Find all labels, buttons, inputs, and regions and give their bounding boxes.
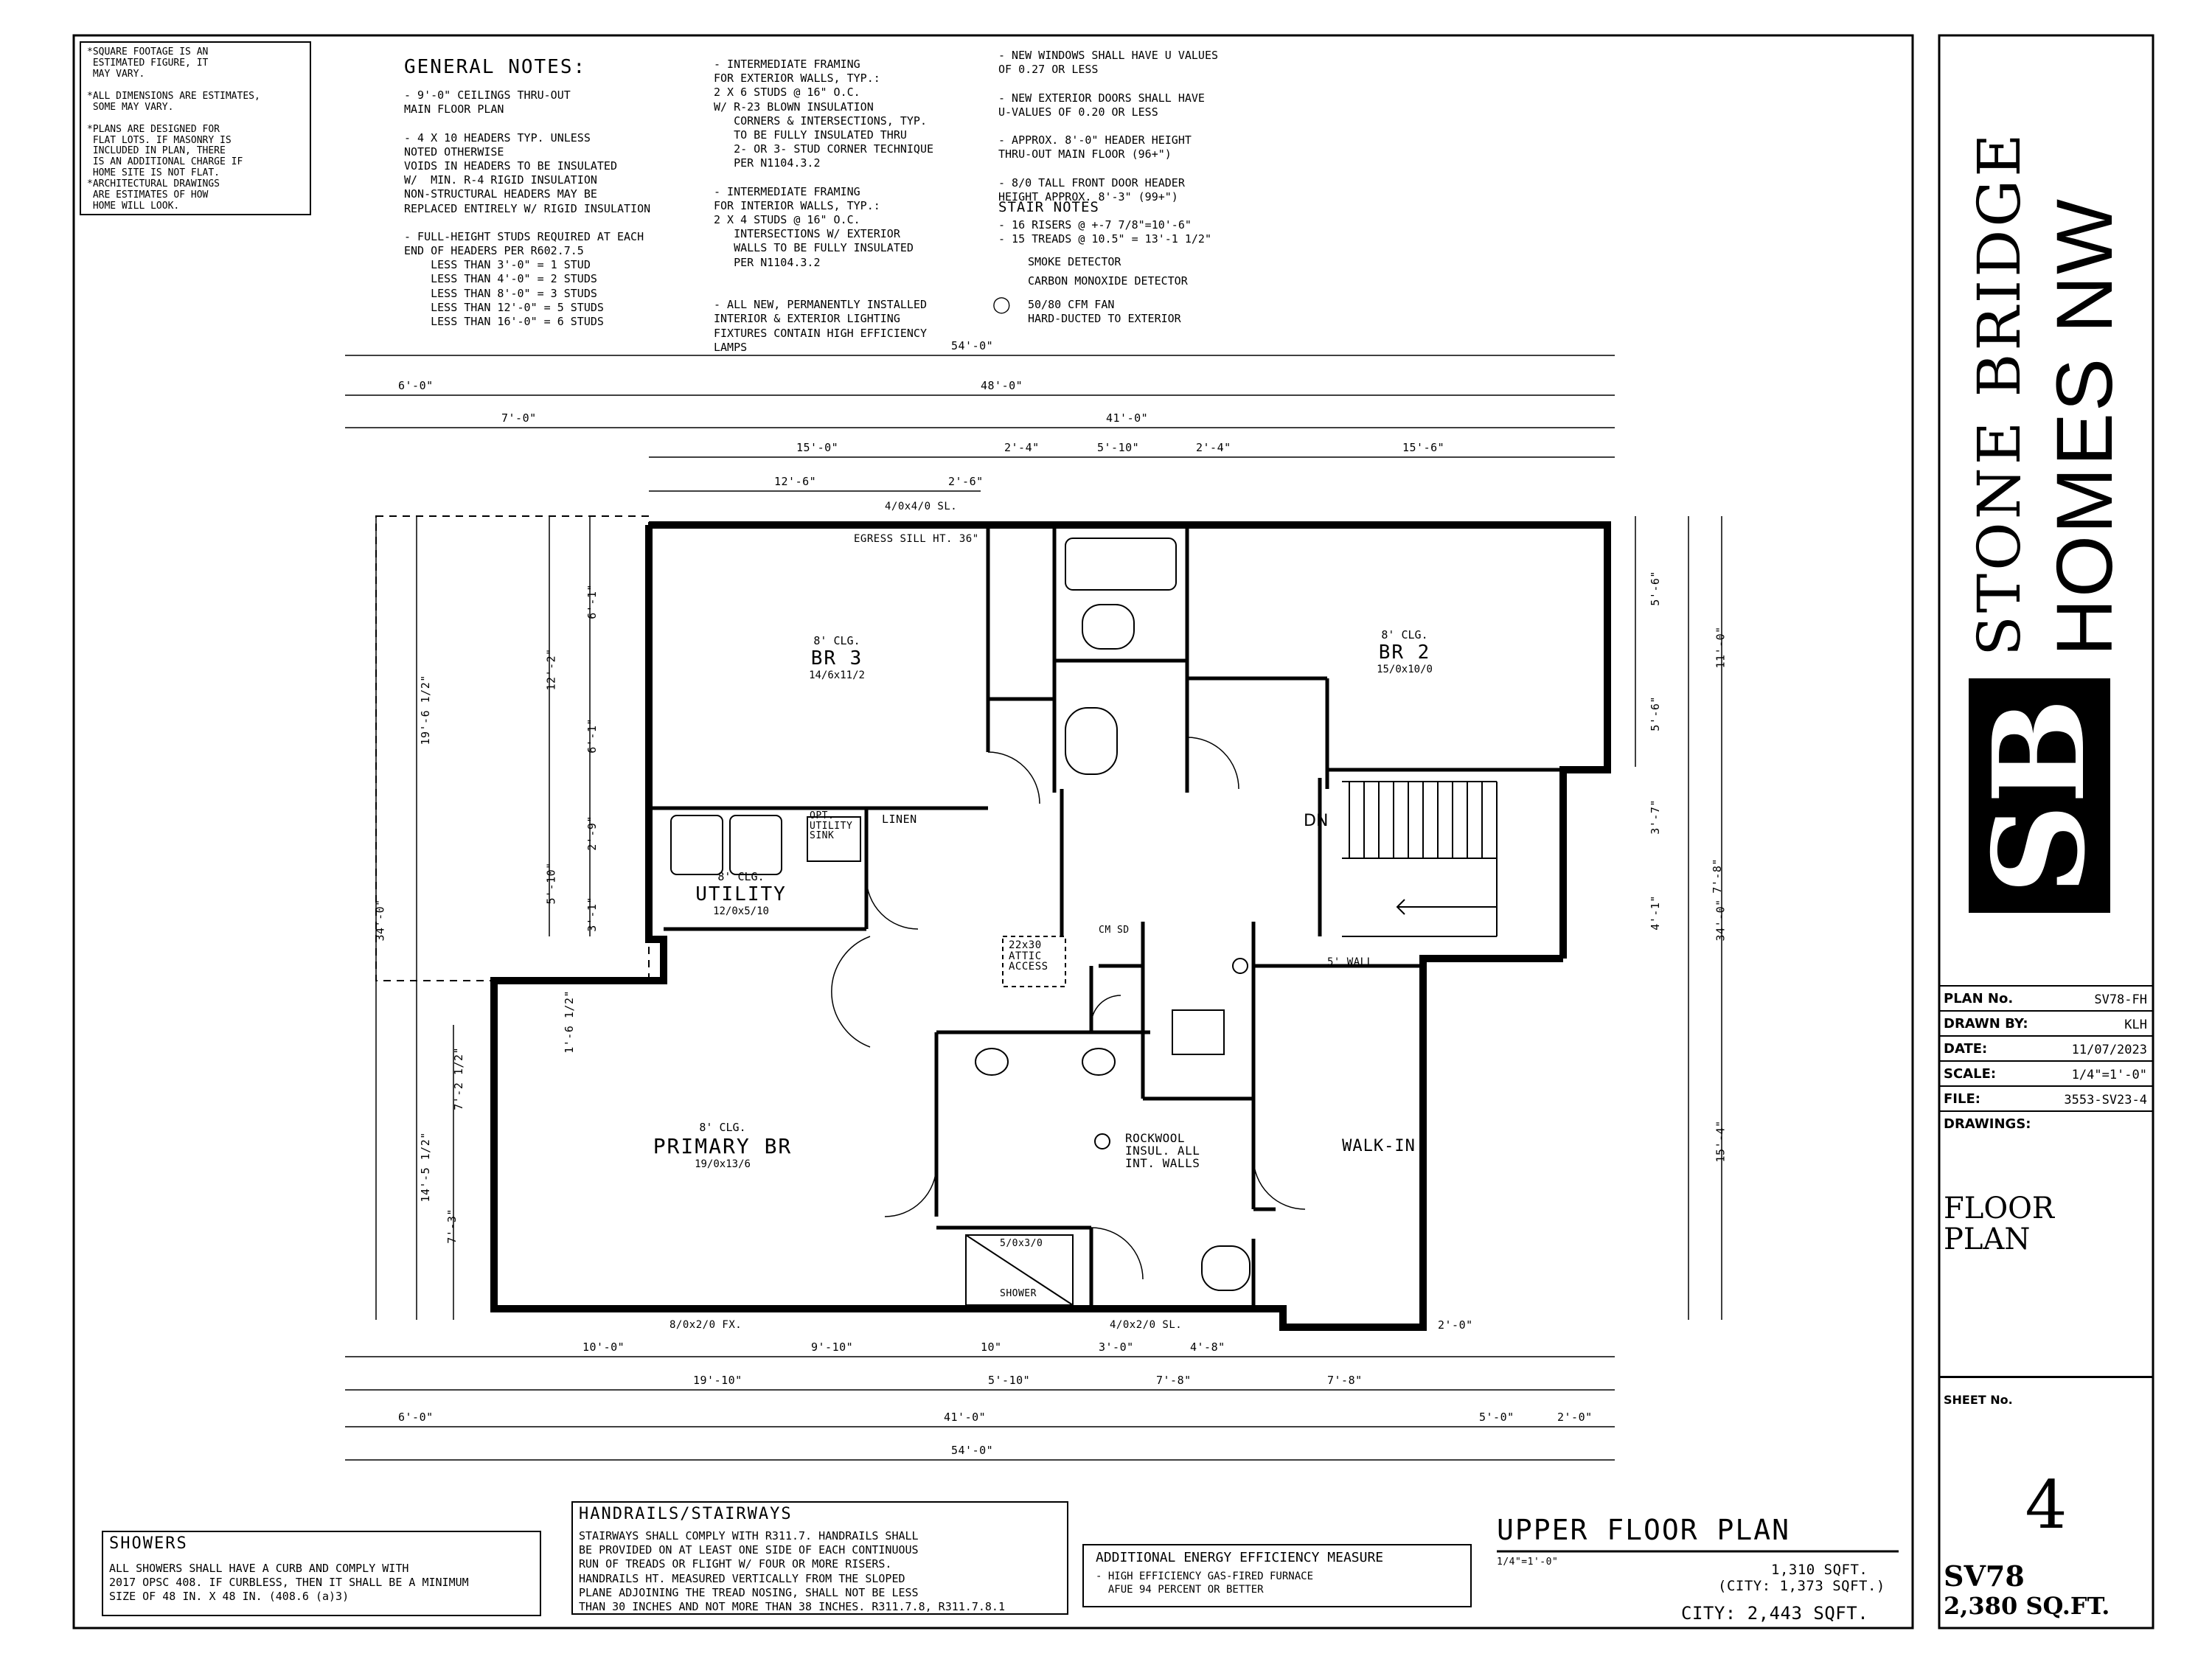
label-shower: SHOWER [1000, 1288, 1037, 1299]
label-linen-1: LINEN [882, 813, 917, 826]
dim-bot-10in: 10" [981, 1340, 1002, 1354]
company-logo-text: SB [1966, 698, 2113, 895]
handrails-heading: HANDRAILS/STAIRWAYS [579, 1505, 793, 1523]
dim-bot-7-8a: 7'-8" [1156, 1374, 1192, 1387]
dim-bot-5-10: 5'-10" [988, 1374, 1031, 1387]
fan-legend: 50/80 CFM FAN HARD-DUCTED TO EXTERIOR [1028, 298, 1181, 326]
label-window-bottom-1: 8/0x2/0 FX. [669, 1319, 742, 1331]
dim-top-15-6: 15'-6" [1402, 441, 1445, 454]
title-row-drawn-by: DRAWN BY: KLH [1939, 1010, 2153, 1037]
plan-city-sqft: (CITY: 1,373 SQFT.) [1718, 1578, 1885, 1594]
dim-bot-19-10: 19'-10" [693, 1374, 742, 1387]
room-br2: 8' CLG. BR 2 15/0x10/0 [1377, 628, 1433, 675]
room-primary-br: 8' CLG. PRIMARY BR 19/0x13/6 [653, 1121, 793, 1170]
plan-city-total: CITY: 2,443 SQFT. [1681, 1603, 1869, 1624]
room-utility: 8' CLG. UTILITY 12/0x5/10 [695, 870, 787, 917]
dim-top-15: 15'-0" [796, 441, 839, 454]
dim-top-6: 6'-0" [398, 379, 434, 392]
showers-body: ALL SHOWERS SHALL HAVE A CURB AND COMPLY… [109, 1562, 469, 1604]
label-egress-br3: EGRESS SILL HT. 36" [854, 533, 979, 545]
disclaimer-box: *SQUARE FOOTAGE IS AN ESTIMATED FIGURE, … [80, 41, 311, 215]
dim-bot-6: 6'-0" [398, 1411, 434, 1424]
stair-treads [1342, 781, 1498, 937]
plan-code: SV78 [1944, 1559, 2025, 1593]
bottom-dimension-lines [345, 1356, 1615, 1461]
energy-note-box: ADDITIONAL ENERGY EFFICIENCY MEASURE - H… [1082, 1544, 1472, 1607]
general-notes-col2: - INTERMEDIATE FRAMING FOR EXTERIOR WALL… [714, 58, 934, 354]
plan-total-sqft: 2,380 SQ.FT. [1944, 1592, 2110, 1620]
co-detector-legend: CARBON MONOXIDE DETECTOR [1028, 274, 1188, 288]
title-row-drawings: DRAWINGS: FLOOR PLAN [1939, 1110, 2153, 1377]
title-row-sheet: SHEET No. 4 SV78 2,380 SQ.FT. [1939, 1376, 2153, 1629]
dim-top-48: 48'-0" [981, 379, 1023, 392]
label-window-br3: 4/0x4/0 SL. [885, 501, 958, 512]
door-swings [831, 737, 1306, 1280]
label-cm-sd: CM SD [1099, 925, 1130, 936]
drawing-name: FLOOR PLAN [1944, 1192, 2055, 1256]
dim-bot-7-8b: 7'-8" [1327, 1374, 1363, 1387]
title-row-file: FILE: 3553-SV23-4 [1939, 1085, 2153, 1112]
general-notes-col1: - 9'-0" CEILINGS THRU-OUT MAIN FLOOR PLA… [404, 88, 651, 328]
title-row-plan-no: PLAN No. SV78-FH [1939, 985, 2153, 1012]
handrails-note-box: HANDRAILS/STAIRWAYS STAIRWAYS SHALL COMP… [571, 1501, 1068, 1615]
label-rockwool: ROCKWOOL INSUL. ALL INT. WALLS [1125, 1131, 1200, 1170]
plan-scale: 1/4"=1'-0" [1497, 1557, 1559, 1568]
dim-top-2-6: 2'-6" [948, 475, 984, 488]
general-notes-heading: GENERAL NOTES: [404, 56, 587, 78]
dim-bot-2b: 2'-0" [1557, 1411, 1593, 1424]
showers-note-box: SHOWERS ALL SHOWERS SHALL HAVE A CURB AN… [102, 1531, 541, 1616]
dim-bot-5: 5'-0" [1479, 1411, 1514, 1424]
dim-bot-41: 41'-0" [944, 1411, 987, 1424]
disclaimer-text: *SQUARE FOOTAGE IS AN ESTIMATED FIGURE, … [87, 46, 260, 212]
dim-bot-10: 10'-0" [582, 1340, 625, 1354]
dim-overall-top: 54'-0" [951, 339, 994, 352]
company-logo: SB [1966, 678, 2113, 913]
label-window-bottom-2: 4/0x2/0 SL. [1110, 1319, 1183, 1331]
plan-sqft: 1,310 SQFT. [1771, 1562, 1868, 1578]
title-row-date: DATE: 11/07/2023 [1939, 1035, 2153, 1062]
energy-body: - HIGH EFFICIENCY GAS-FIRED FURNACE AFUE… [1096, 1571, 1314, 1596]
dim-bot-4-8: 4'-8" [1190, 1340, 1225, 1354]
label-opt-utility-sink: OPT. UTILITY SINK [810, 810, 853, 842]
dim-top-5-10: 5'-10" [1097, 441, 1140, 454]
fixtures [670, 538, 1251, 1306]
sheet-number: 4 [2025, 1467, 2067, 1544]
handrails-body: STAIRWAYS SHALL COMPLY WITH R311.7. HAND… [579, 1529, 1005, 1613]
title-row-scale: SCALE: 1/4"=1'-0" [1939, 1060, 2153, 1087]
dim-top-41: 41'-0" [1106, 411, 1149, 425]
top-dimension-lines [345, 355, 1615, 492]
dim-top-7: 7'-0" [501, 411, 537, 425]
dim-top-2-4b: 2'-4" [1196, 441, 1231, 454]
smoke-detector-legend: SMOKE DETECTOR [1028, 255, 1121, 268]
dim-overall-bottom: 54'-0" [951, 1444, 994, 1457]
showers-heading: SHOWERS [109, 1534, 188, 1553]
label-down: DN [1304, 812, 1329, 830]
dim-bot-3: 3'-0" [1099, 1340, 1134, 1354]
fan-legend-icon: ◯ [992, 296, 1011, 314]
room-walk-in: WALK-IN [1342, 1137, 1416, 1155]
dim-bot-9-10: 9'-10" [811, 1340, 854, 1354]
company-name-line1: STONE BRIDGE [1965, 131, 2034, 656]
label-attic-access: 22x30 ATTIC ACCESS [1009, 939, 1048, 973]
plan-title: UPPER FLOOR PLAN [1497, 1514, 1791, 1546]
room-br3: 8' CLG. BR 3 14/6x11/2 [809, 634, 865, 681]
general-notes-col3: - NEW WINDOWS SHALL HAVE U VALUES OF 0.2… [998, 49, 1219, 204]
company-name-line2: HOMES NW [2039, 198, 2129, 656]
label-wall-5: 5' WALL [1327, 956, 1374, 968]
dim-bot-2: 2'-0" [1438, 1318, 1473, 1332]
dim-top-12-6: 12'-6" [774, 475, 817, 488]
stair-notes-body: - 16 RISERS @ +-7 7/8"=10'-6" - 15 TREAD… [998, 218, 1211, 246]
dim-top-2-4a: 2'-4" [1004, 441, 1040, 454]
stair-notes-heading: STAIR NOTES [998, 199, 1099, 215]
label-shower-size: 5/0x3/0 [1000, 1238, 1043, 1249]
energy-heading: ADDITIONAL ENERGY EFFICIENCY MEASURE [1096, 1550, 1384, 1565]
